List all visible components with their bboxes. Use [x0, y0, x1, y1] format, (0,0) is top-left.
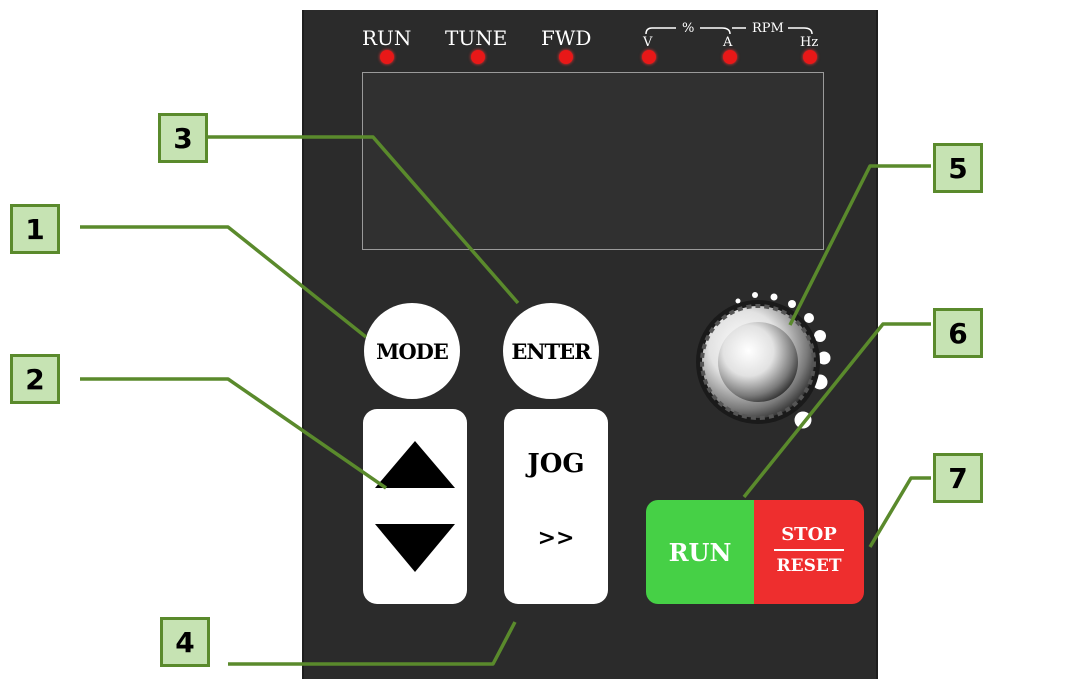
indicator-label-fwd: FWD	[541, 26, 592, 50]
knob-scale-dot	[752, 292, 758, 298]
callout-2: 2	[10, 354, 60, 404]
potentiometer-knob[interactable]	[696, 292, 831, 429]
stop-reset-button[interactable]: STOP RESET	[754, 500, 864, 604]
leader-line-7	[868, 476, 931, 548]
callout-3: 3	[158, 113, 208, 163]
callout-6: 6	[933, 308, 983, 358]
indicator-label-v: V	[643, 35, 653, 50]
reset-label: RESET	[776, 556, 842, 576]
callout-7: 7	[933, 453, 983, 503]
stop-label: STOP	[781, 524, 837, 545]
indicator-label-hz: Hz	[800, 35, 819, 50]
run-button[interactable]: RUN	[646, 500, 754, 604]
knob-scale-dot	[804, 313, 814, 323]
knob-scale-dot	[770, 293, 778, 301]
enter-button[interactable]: ENTER	[503, 303, 599, 399]
shift-label: >>	[537, 525, 575, 551]
indicator-label-run: RUN	[362, 26, 412, 50]
knob-scale-dot	[788, 300, 796, 308]
unit-label-rpm: RPM	[752, 21, 784, 36]
indicator-label-tune: TUNE	[445, 26, 508, 50]
callout-5: 5	[933, 143, 983, 193]
down-arrow-icon	[375, 524, 455, 572]
stop-reset-divider	[774, 549, 844, 551]
indicator-led-fwd	[559, 50, 573, 64]
unit-bracket-lines	[645, 27, 813, 35]
leader-line-2	[80, 377, 387, 490]
indicator-label-a: A	[723, 35, 733, 50]
knob-scale-dot	[817, 351, 831, 365]
leader-line-4	[228, 621, 517, 666]
jog-shift-key[interactable]: JOG >>	[504, 409, 608, 604]
indicator-led-tune	[471, 50, 485, 64]
knob-scale-dot	[735, 298, 741, 304]
led-display-window	[362, 72, 824, 250]
knob-scale-dot	[814, 330, 826, 342]
jog-label: JOG	[527, 449, 585, 479]
mode-button[interactable]: MODE	[364, 303, 460, 399]
leader-line-5	[788, 164, 931, 326]
callout-1: 1	[10, 204, 60, 254]
leader-lines	[80, 135, 931, 666]
leader-line-6	[742, 322, 931, 499]
callout-4: 4	[160, 617, 210, 667]
unit-label-percent: %	[682, 21, 695, 36]
leader-line-3	[208, 135, 520, 305]
up-arrow-icon	[375, 441, 455, 488]
indicator-led-run	[380, 50, 394, 64]
indicator-led-a	[723, 50, 737, 64]
indicator-led-v	[642, 50, 656, 64]
indicator-led-hz	[803, 50, 817, 64]
leader-line-1	[80, 225, 368, 339]
